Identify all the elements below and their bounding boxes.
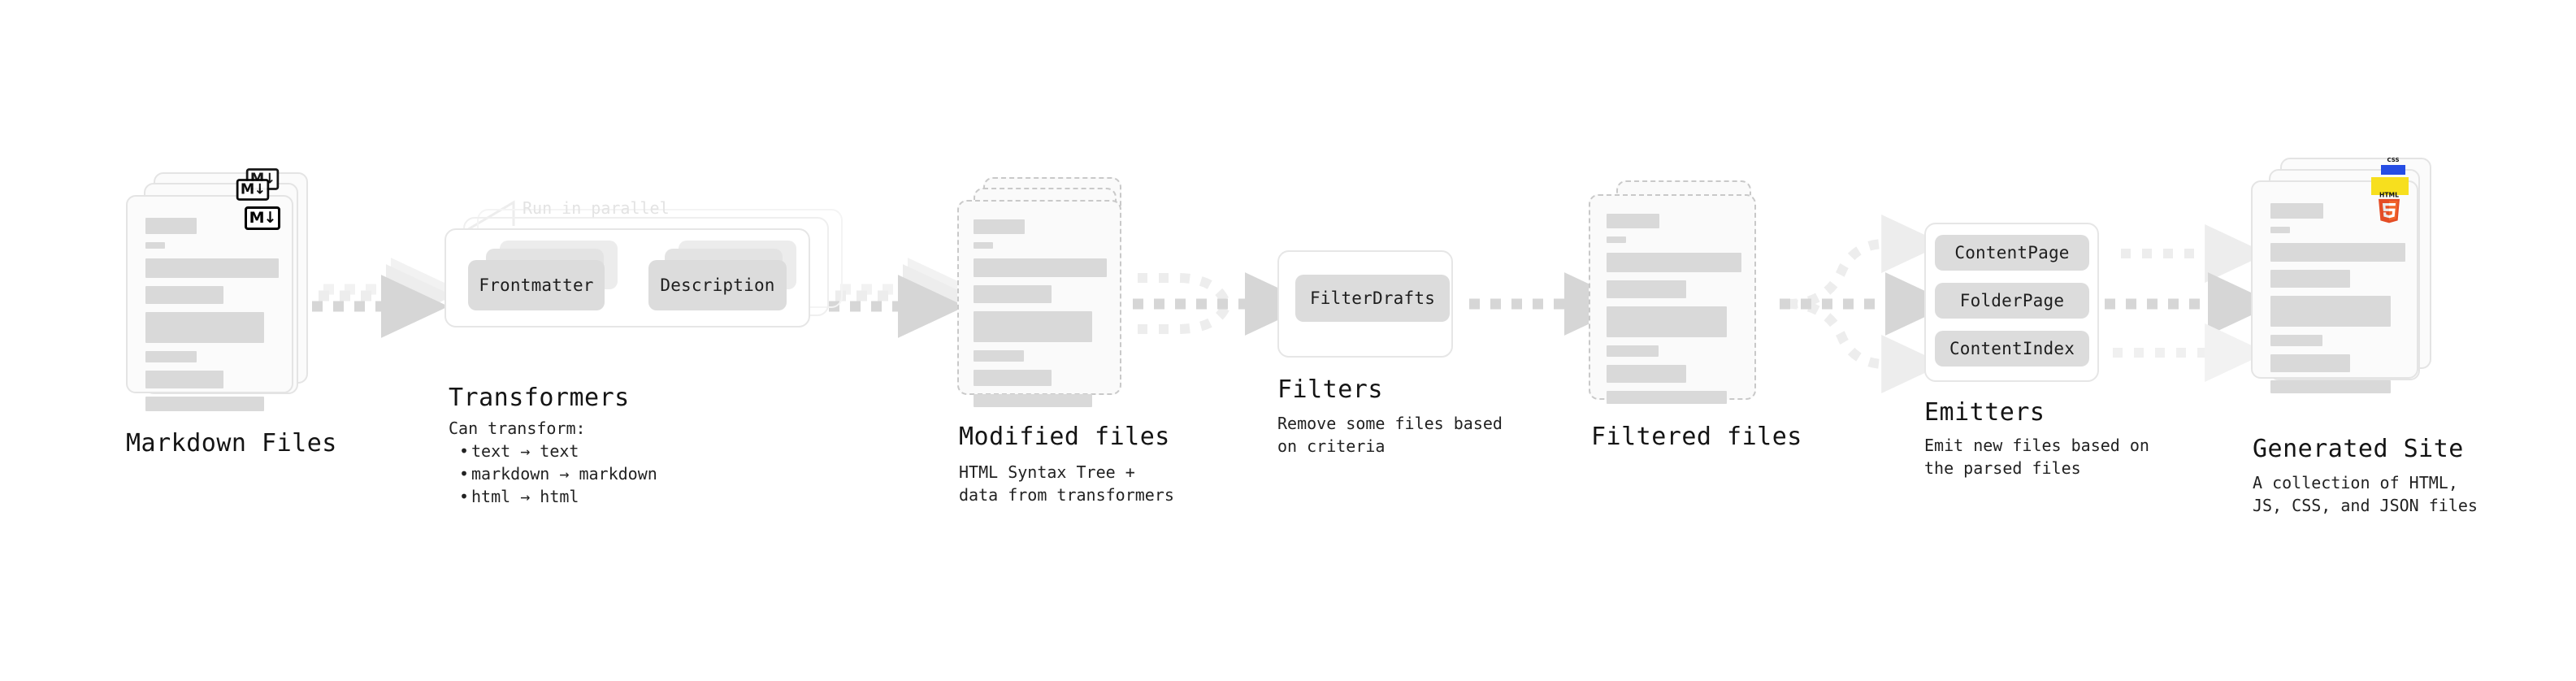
html5-icon: HTML [2374, 192, 2404, 228]
chip-label: ContentPage [1954, 243, 2070, 262]
run-in-parallel-annotation: Run in parallel [523, 198, 670, 218]
modified-card-skeleton [959, 202, 1120, 407]
transformers-subtitle: Can transform: [449, 419, 586, 438]
transformer-chip-frontmatter[interactable]: Frontmatter [468, 260, 605, 310]
skeleton-bar [2270, 227, 2290, 233]
stage-transformers: Frontmatter Description [439, 195, 845, 341]
skeleton-bar [974, 242, 993, 249]
emitter-chip-contentpage[interactable]: ContentPage [1935, 235, 2089, 271]
skeleton-bar [2270, 270, 2350, 288]
markdown-icon: M↓ [245, 206, 280, 230]
list-item: html → html [457, 485, 657, 508]
filter-chip-filterdrafts[interactable]: FilterDrafts [1295, 275, 1450, 322]
modified-files-subtitle: HTML Syntax Tree + data from transformer… [959, 462, 1174, 505]
skeleton-bar [145, 312, 264, 343]
skeleton-bar [1607, 306, 1727, 337]
skeleton-bar [2270, 203, 2323, 219]
skeleton-bar [2270, 335, 2322, 346]
skeleton-bar [145, 242, 165, 249]
generated-site-subtitle: A collection of HTML, JS, CSS, and JSON … [2253, 473, 2478, 515]
stage-label-emitters: Emitters [1924, 398, 2045, 427]
skeleton-bar [1607, 214, 1659, 228]
filters-subtitle: Remove some files based on criteria [1277, 414, 1503, 456]
stage-label-modified-files: Modified files [959, 423, 1170, 451]
chip-label: FolderPage [1959, 291, 2065, 310]
skeleton-bar [1607, 280, 1686, 298]
modified-card-front[interactable] [957, 200, 1121, 407]
transformers-capability-list: text → text markdown → markdown html → h… [457, 440, 657, 508]
stage-generated-site: CSS HTML [2251, 157, 2454, 418]
skeleton-bar [974, 311, 1092, 342]
stage-label-transformers: Transformers [449, 384, 630, 412]
skeleton-bar [145, 286, 223, 304]
skeleton-bar [2270, 296, 2391, 327]
site-card-skeleton [2253, 182, 2417, 393]
skeleton-bar [974, 370, 1052, 386]
transformer-chip-description[interactable]: Description [648, 260, 787, 310]
emitter-chip-folderpage[interactable]: FolderPage [1935, 283, 2089, 319]
connector-filtered-to-emitters [1780, 215, 1953, 393]
stage-filters: FilterDrafts [1277, 250, 1456, 364]
svg-text:HTML: HTML [2379, 192, 2399, 199]
filtered-card-front[interactable] [1589, 194, 1756, 404]
skeleton-bar [1607, 391, 1727, 404]
skeleton-bar [2270, 243, 2405, 262]
connector-md-to-transformers [312, 258, 458, 338]
skeleton-bar [145, 371, 223, 388]
skeleton-bar [1607, 345, 1659, 357]
markdown-icon: M↓ [236, 179, 270, 201]
skeleton-bar [145, 351, 197, 362]
emitters-subtitle: Emit new files based on the parsed files [1924, 436, 2149, 478]
skeleton-bar [1607, 365, 1686, 383]
skeleton-bar [2270, 380, 2391, 393]
stage-markdown-files: M↓ M↓ M↓ [126, 168, 321, 416]
skeleton-bar [974, 350, 1024, 362]
skeleton-bar [145, 218, 197, 234]
markdown-card-front[interactable] [126, 195, 293, 411]
js-icon [2371, 177, 2409, 195]
skeleton-bar [145, 397, 264, 411]
stage-emitters: ContentPage FolderPage ContentIndex [1924, 223, 2111, 393]
list-item: text → text [457, 440, 657, 462]
stage-label-filtered-files: Filtered files [1591, 423, 1802, 451]
emitter-chip-contentindex[interactable]: ContentIndex [1935, 331, 2089, 367]
skeleton-bar [974, 258, 1107, 277]
skeleton-bar [2270, 354, 2350, 372]
stage-label-markdown-files: Markdown Files [126, 429, 337, 458]
skeleton-bar [145, 258, 279, 278]
css3-icon: CSS [2381, 157, 2405, 175]
skeleton-bar [1607, 236, 1626, 243]
connector-emitters-to-site [2105, 224, 2275, 382]
connector-modified-to-filters [1133, 272, 1312, 336]
chip-label: Frontmatter [479, 275, 594, 295]
skeleton-bar [974, 219, 1025, 234]
markdown-card-skeleton [128, 197, 292, 411]
css3-icon-label: CSS [2387, 157, 2400, 163]
skeleton-bar [974, 394, 1092, 407]
chip-label: FilterDrafts [1309, 288, 1436, 308]
stage-filtered-files [1589, 180, 1776, 424]
chip-label: ContentIndex [1949, 339, 2075, 358]
skeleton-bar [1607, 253, 1741, 272]
chip-label: Description [660, 275, 775, 295]
html5-icon-svg: HTML [2378, 192, 2400, 223]
stage-modified-files [957, 177, 1144, 421]
stage-label-generated-site: Generated Site [2253, 435, 2464, 463]
list-item: markdown → markdown [457, 462, 657, 485]
skeleton-bar [974, 285, 1052, 303]
filtered-card-skeleton [1590, 196, 1754, 404]
stage-label-filters: Filters [1277, 375, 1383, 404]
